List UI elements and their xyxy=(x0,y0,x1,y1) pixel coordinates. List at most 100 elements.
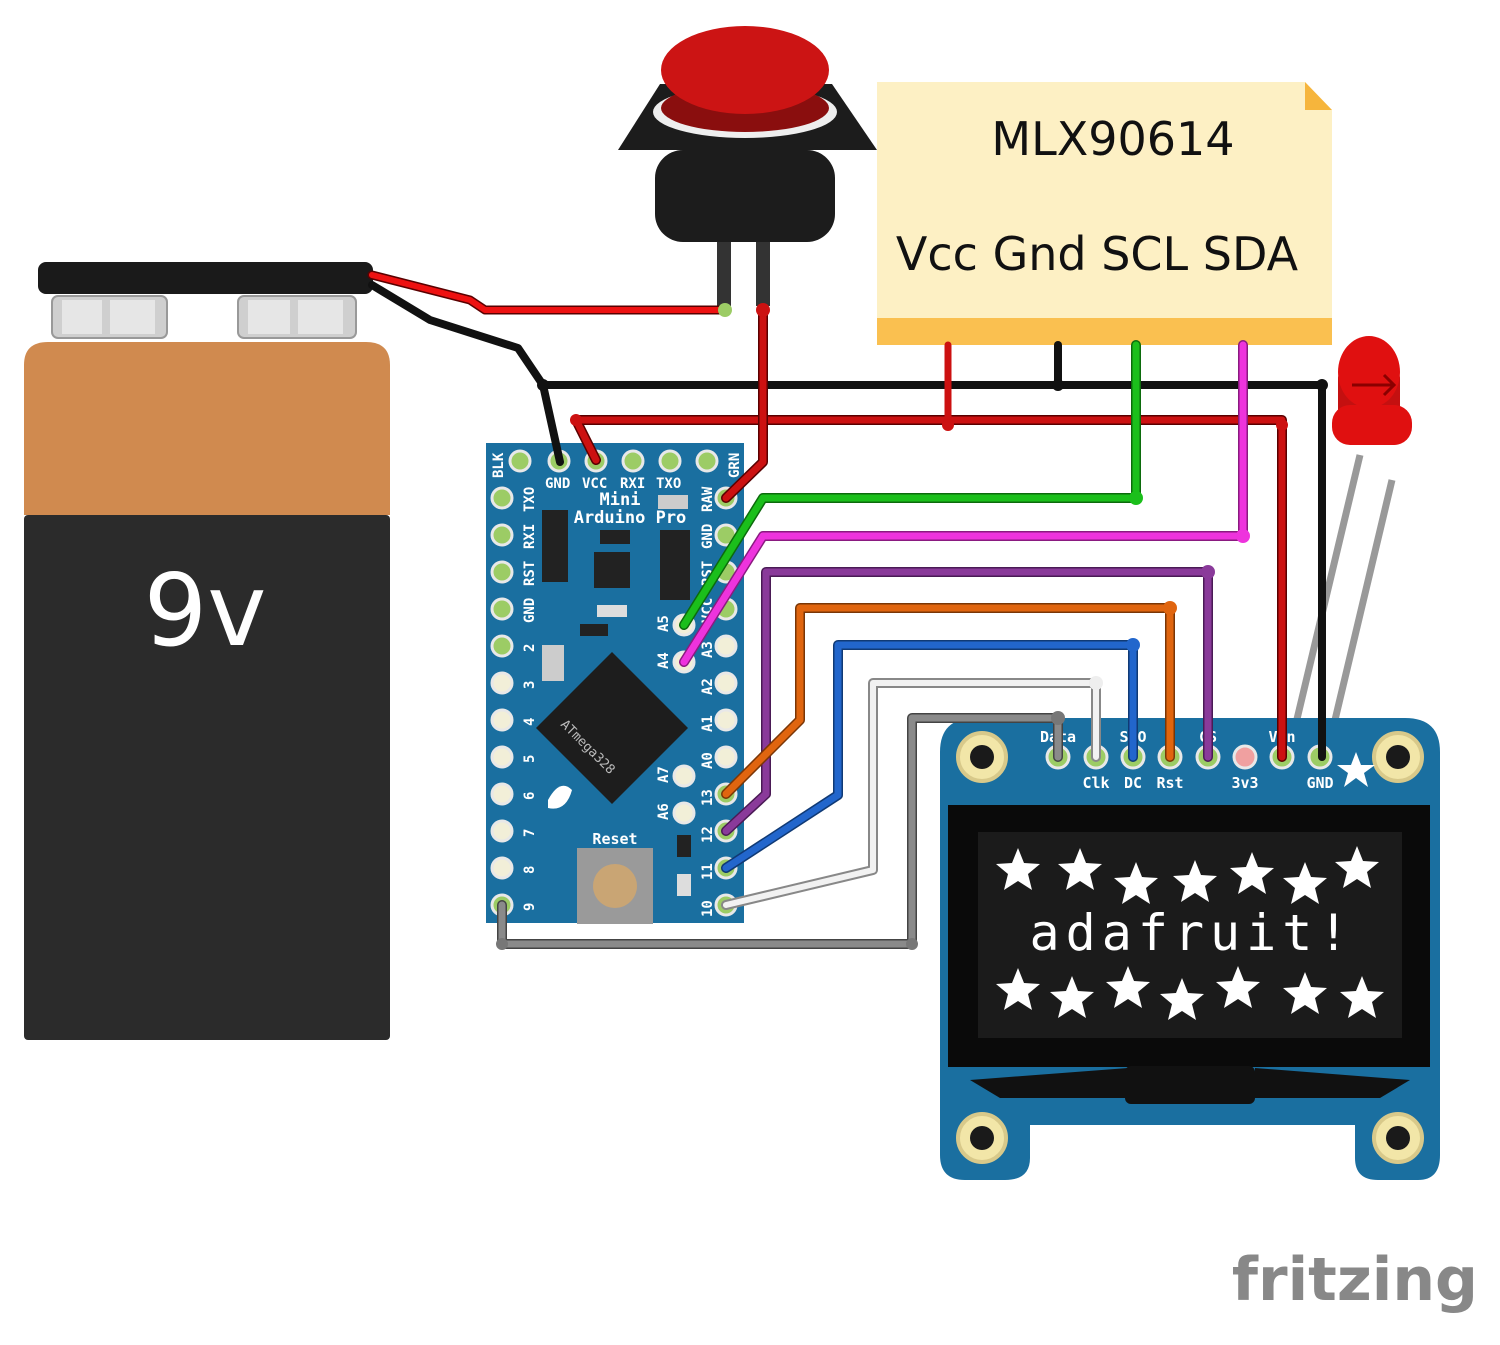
led-symbol xyxy=(1352,373,1397,397)
button-leg-left xyxy=(717,238,731,306)
led-dome xyxy=(1338,336,1400,408)
pin-label-6: 6 xyxy=(522,792,538,800)
smd-part-b xyxy=(594,552,630,588)
pin-label-gnd-left: GND xyxy=(522,598,538,623)
fritzing-brand: fritzing xyxy=(1232,1245,1478,1315)
reset-button xyxy=(577,848,653,924)
wire-clk xyxy=(723,680,1099,908)
smd-part-d xyxy=(580,624,608,636)
smd-crystal xyxy=(542,645,564,681)
led-leg-cathode xyxy=(1321,479,1396,763)
pin-label-rxi-top: RXI xyxy=(620,476,645,492)
pin-label-2: 2 xyxy=(522,644,538,652)
wire-rst xyxy=(722,604,1174,798)
note-body xyxy=(877,82,1332,318)
smd-part-e xyxy=(677,835,691,857)
sparkfun-logo xyxy=(548,785,572,809)
smd-part-a xyxy=(600,530,630,544)
pin-label-a5: A5 xyxy=(656,615,672,632)
pin-label-8: 8 xyxy=(522,866,538,874)
left-header xyxy=(490,486,514,917)
sensor-pins: Vcc Gnd SCL SDA xyxy=(896,227,1299,281)
push-button xyxy=(618,26,877,306)
pin-label-txo-left: TXO xyxy=(522,487,538,512)
wire-vcc-bus xyxy=(572,416,1286,761)
pin-label-12: 12 xyxy=(700,826,716,843)
wire-battery-positive-outline xyxy=(367,270,730,315)
pin-label-rxi-left: RXI xyxy=(522,524,538,549)
note-footer-bar xyxy=(877,318,1332,345)
pin-label-9: 9 xyxy=(522,903,538,911)
pin-label-a7: A7 xyxy=(656,766,672,783)
smd-part-f xyxy=(677,874,691,896)
pin-label-5: 5 xyxy=(522,755,538,763)
pin-label-10: 10 xyxy=(700,900,716,917)
smd-led xyxy=(597,605,627,617)
wires xyxy=(367,270,1326,949)
battery-9v: 9v xyxy=(24,262,390,1040)
oled-flex-right xyxy=(1255,1068,1410,1098)
board-name-line1: Mini xyxy=(600,490,641,510)
battery-top-band xyxy=(24,342,390,515)
pin-label-grn: GRN xyxy=(727,453,743,478)
battery-clip xyxy=(38,262,373,294)
pin-label-raw: RAW xyxy=(700,486,716,512)
pin-label-11: 11 xyxy=(700,863,716,880)
led-flange xyxy=(1332,405,1412,445)
smd-capacitor xyxy=(660,530,690,600)
oled-label-dc: DC xyxy=(1124,774,1142,792)
pin-label-blk: BLK xyxy=(491,452,507,478)
screen-stars-top xyxy=(996,846,1379,904)
smd-regulator xyxy=(542,510,568,582)
board-name-line2: Arduino Pro xyxy=(574,508,687,528)
oled-display: Data SDO CS Vin Clk DC Rst 3v3 GND adafr… xyxy=(940,718,1440,1180)
wire-scl xyxy=(680,341,1140,629)
oled-screen-text: adafruit! xyxy=(1030,904,1355,962)
wire-endpoints xyxy=(496,303,1328,950)
pin-label-7: 7 xyxy=(522,829,538,837)
oled-label-rst: Rst xyxy=(1156,774,1183,792)
wire-cs xyxy=(722,568,1212,835)
battery-label: 9v xyxy=(144,552,267,669)
oled-label-3v3: 3v3 xyxy=(1231,774,1258,792)
pin-label-rst-left: RST xyxy=(522,561,538,586)
sensor-title: MLX90614 xyxy=(991,112,1234,166)
wire-battery-positive xyxy=(369,272,728,313)
smd-part-c xyxy=(658,495,688,509)
button-housing xyxy=(655,150,835,242)
red-led xyxy=(1288,336,1412,763)
oled-label-gnd: GND xyxy=(1306,774,1333,792)
pin-label-a3: A3 xyxy=(700,641,716,658)
pin-label-a4: A4 xyxy=(656,652,672,669)
pin-label-a0: A0 xyxy=(700,752,716,769)
pin-label-a6: A6 xyxy=(656,803,672,820)
arduino-pro-mini: BLK GND VCC RXI TXO GRN Mini Arduino Pro… xyxy=(486,443,744,924)
pin-label-gnd-top: GND xyxy=(545,476,570,492)
oled-flex-left xyxy=(970,1068,1128,1098)
reset-label: Reset xyxy=(592,830,637,848)
pin-label-3: 3 xyxy=(522,681,538,689)
adafruit-star-icon xyxy=(1337,752,1375,787)
pin-label-a2: A2 xyxy=(700,678,716,695)
screen-stars-bottom xyxy=(996,966,1384,1020)
pin-label-vcc-top: VCC xyxy=(582,476,607,492)
pin-label-4: 4 xyxy=(522,718,538,726)
oled-label-clk: Clk xyxy=(1082,774,1109,792)
button-cap-top xyxy=(661,26,829,114)
wire-sda xyxy=(680,341,1247,666)
battery-terminal-left xyxy=(51,295,168,339)
oled-flex-connector xyxy=(1125,1066,1255,1104)
pin-label-a1: A1 xyxy=(700,715,716,732)
wire-battery-negative xyxy=(368,281,564,466)
wire-button-raw xyxy=(722,306,767,502)
wire-dc xyxy=(722,641,1137,872)
mlx90614-note: MLX90614 Vcc Gnd SCL SDA xyxy=(877,82,1332,345)
pin-label-txo-top: TXO xyxy=(656,476,681,492)
note-fold xyxy=(1305,82,1332,110)
battery-body xyxy=(24,515,390,1040)
pin-label-gnd-right: GND xyxy=(700,524,716,549)
pin-label-13: 13 xyxy=(700,789,716,806)
button-leg-right xyxy=(756,238,770,306)
